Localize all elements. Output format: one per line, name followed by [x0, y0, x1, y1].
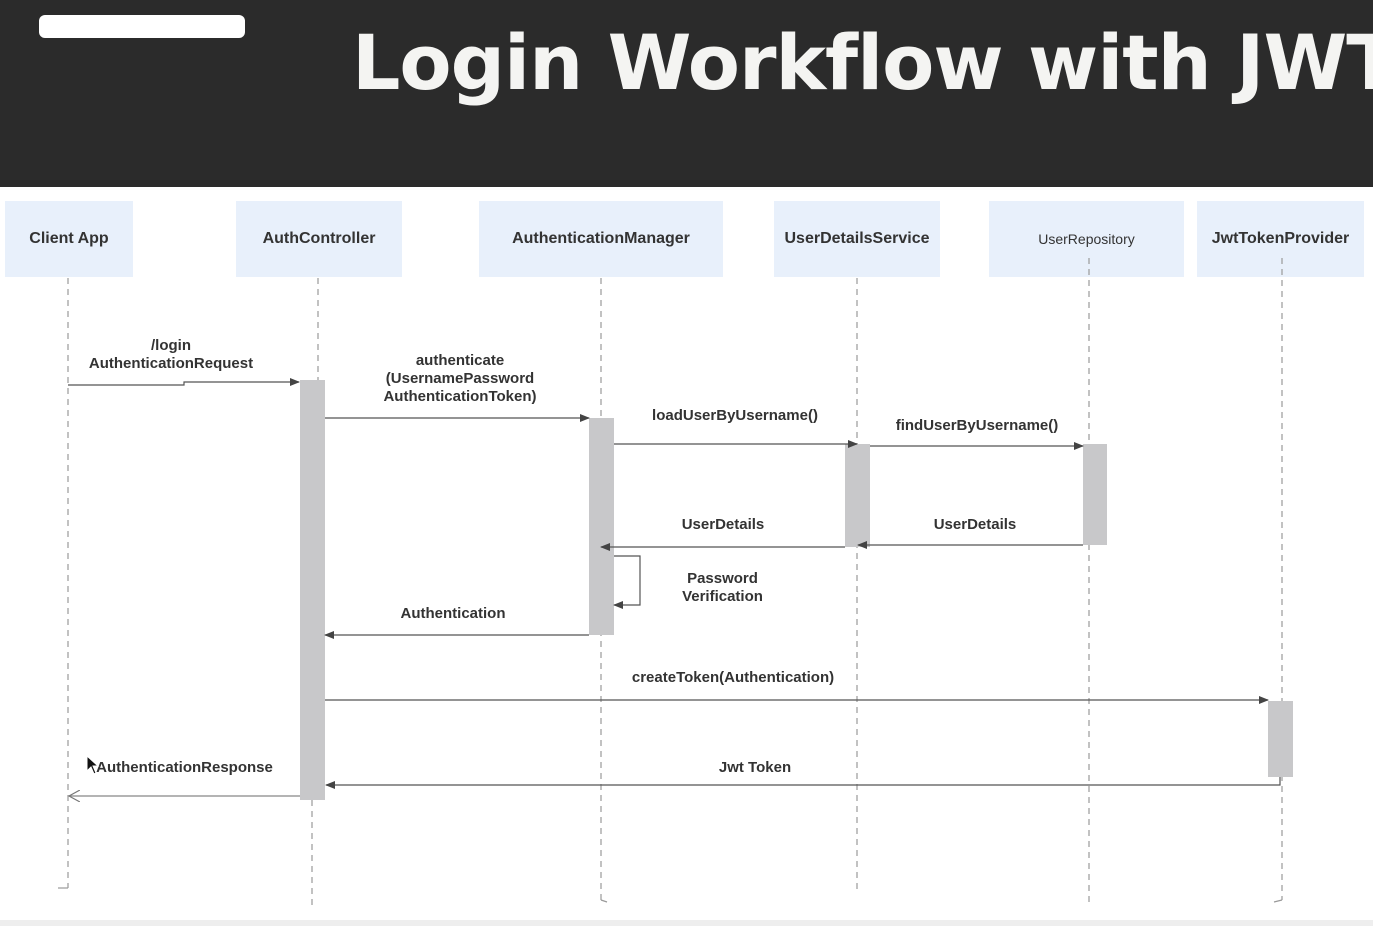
activation-authentication-manager: [589, 418, 614, 635]
participant-auth-controller: AuthController: [236, 201, 402, 277]
activation-jwt-token-provider: [1268, 701, 1293, 777]
label-create-token: createToken(Authentication): [631, 669, 835, 686]
redacted-bar: [39, 15, 245, 38]
label-authentication-response: AuthenticationResponse: [96, 759, 273, 776]
activation-user-repository: [1083, 444, 1107, 545]
participant-user-details-service: UserDetailsService: [774, 201, 940, 277]
message-login-request: [68, 378, 300, 386]
header-bar: Login Workflow with JWT: [0, 0, 1373, 187]
participant-client-app: Client App: [5, 201, 133, 277]
label-load-user: loadUserByUsername(): [652, 407, 818, 424]
label-find-user: findUserByUsername(): [895, 417, 1059, 434]
page-title: Login Workflow with JWT: [352, 18, 1373, 107]
bottom-divider: [0, 920, 1373, 926]
activation-auth-controller: [300, 380, 325, 800]
label-authenticate: authenticate (UsernamePassword Authentic…: [383, 352, 537, 405]
label-user-details-service: UserDetails: [681, 516, 765, 533]
participant-authentication-manager: AuthenticationManager: [479, 201, 723, 277]
label-user-details-repo: UserDetails: [933, 516, 1017, 533]
lifeline-end-manager: [600, 899, 608, 903]
label-login-request: /login AuthenticationRequest: [88, 337, 254, 372]
message-password-verification: [613, 555, 641, 609]
lifeline-end-jwt: [1273, 899, 1283, 903]
message-jwt-token: [325, 777, 1281, 789]
label-password-verification: Password Verification: [682, 570, 763, 605]
activation-user-details-service: [845, 444, 870, 547]
participant-user-repository: UserRepository: [989, 201, 1184, 277]
label-jwt-token: Jwt Token: [718, 759, 792, 776]
mouse-pointer-icon: [86, 755, 100, 775]
label-authentication-return: Authentication: [400, 605, 506, 622]
participant-jwt-token-provider: JwtTokenProvider: [1197, 201, 1364, 277]
